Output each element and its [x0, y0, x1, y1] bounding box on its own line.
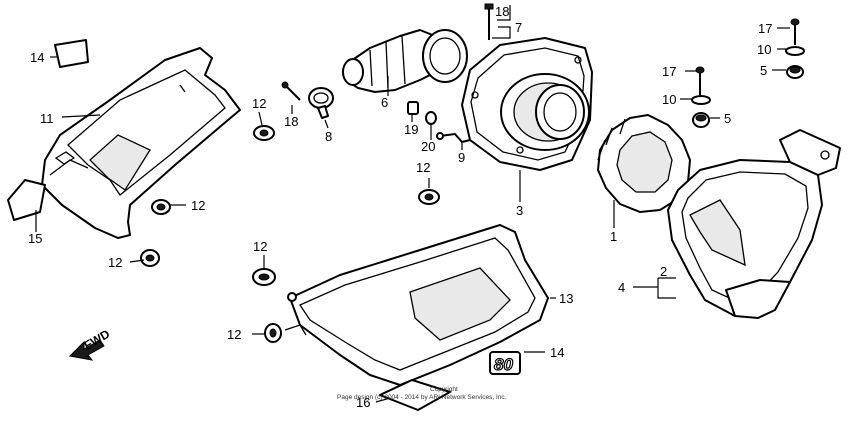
bolt-part-18-left: [281, 81, 301, 101]
callout-18-left: 18: [284, 114, 298, 129]
callout-12-b: 12: [191, 198, 205, 213]
filter-element-part-1: [597, 114, 691, 213]
fwd-arrow-icon: FWD: [68, 327, 112, 361]
washer-part-10-mid: [691, 95, 711, 105]
copyright-line-1: Copyright: [430, 386, 458, 393]
hose-clamp-part-8: [308, 87, 334, 119]
callout-labels: 14 11 15 12 12 12 18 8 6 18 7 19 20 9 12…: [28, 4, 772, 410]
callout-9: 9: [458, 150, 465, 165]
callout-12-d: 12: [416, 160, 430, 175]
grommet-part-12-a: [253, 125, 275, 141]
emblem-part-14: 80: [489, 351, 521, 375]
air-cleaner-case-part-4: [667, 129, 841, 319]
callout-2: 2: [660, 264, 667, 279]
emblem-text: 80: [494, 355, 513, 374]
callout-18-top: 18: [495, 4, 509, 19]
callout-1: 1: [610, 229, 617, 244]
callout-13: 13: [559, 291, 573, 306]
copyright-notice: Copyright Page design (c) 2004 - 2014 by…: [337, 386, 507, 401]
bolt-part-17-right: [790, 18, 800, 45]
callout-5-mid: 5: [724, 111, 731, 126]
callout-11: 11: [40, 111, 54, 126]
callout-19: 19: [404, 122, 418, 137]
callout-16: 16: [356, 395, 370, 410]
callout-17-mid: 17: [662, 64, 676, 79]
callout-6: 6: [381, 95, 388, 110]
intake-tube-part-6: [342, 29, 468, 93]
grommet-part-12-b: [151, 199, 171, 215]
leader-lines: [35, 5, 790, 403]
callout-15: 15: [28, 231, 42, 246]
air-cleaner-cover-part-3: [461, 37, 593, 171]
decal-part-14-left: [54, 39, 89, 68]
bracket-part-9: [436, 132, 471, 144]
callout-10-mid: 10: [662, 92, 676, 107]
callout-5-right: 5: [760, 63, 767, 78]
washer-part-20: [425, 111, 437, 125]
bolt-part-17-mid: [695, 66, 705, 95]
side-cover-part-13: [284, 224, 549, 386]
callout-8: 8: [325, 129, 332, 144]
grommet-part-12-d: [418, 189, 440, 205]
callout-7: 7: [515, 20, 522, 35]
callout-3: 3: [516, 203, 523, 218]
decal-part-16: [379, 379, 451, 411]
left-side-cover-part-11: [41, 47, 241, 239]
callout-12-a: 12: [252, 96, 266, 111]
callout-12-c: 12: [108, 255, 122, 270]
callout-14-lower: 14: [550, 345, 564, 360]
callout-12-e: 12: [253, 239, 267, 254]
copyright-line-2: Page design (c) 2004 - 2014 by ARI Netwo…: [337, 394, 507, 401]
decal-part-15: [7, 179, 46, 221]
callout-4: 4: [618, 280, 625, 295]
callout-10-right: 10: [757, 42, 771, 57]
callout-20: 20: [421, 139, 435, 154]
nut-part-19: [407, 101, 419, 115]
grommet-part-12-e: [252, 268, 276, 286]
callout-14-left: 14: [30, 50, 44, 65]
grommet-part-12-f: [264, 323, 282, 343]
callout-17-right: 17: [758, 21, 772, 36]
washer-part-10-right: [785, 46, 805, 56]
rubber-part-5-right: [786, 65, 804, 79]
callout-12-f: 12: [227, 327, 241, 342]
grommet-part-12-c: [140, 249, 160, 267]
bolt-part-18-top: [484, 3, 494, 40]
rubber-part-5-mid: [692, 112, 710, 128]
